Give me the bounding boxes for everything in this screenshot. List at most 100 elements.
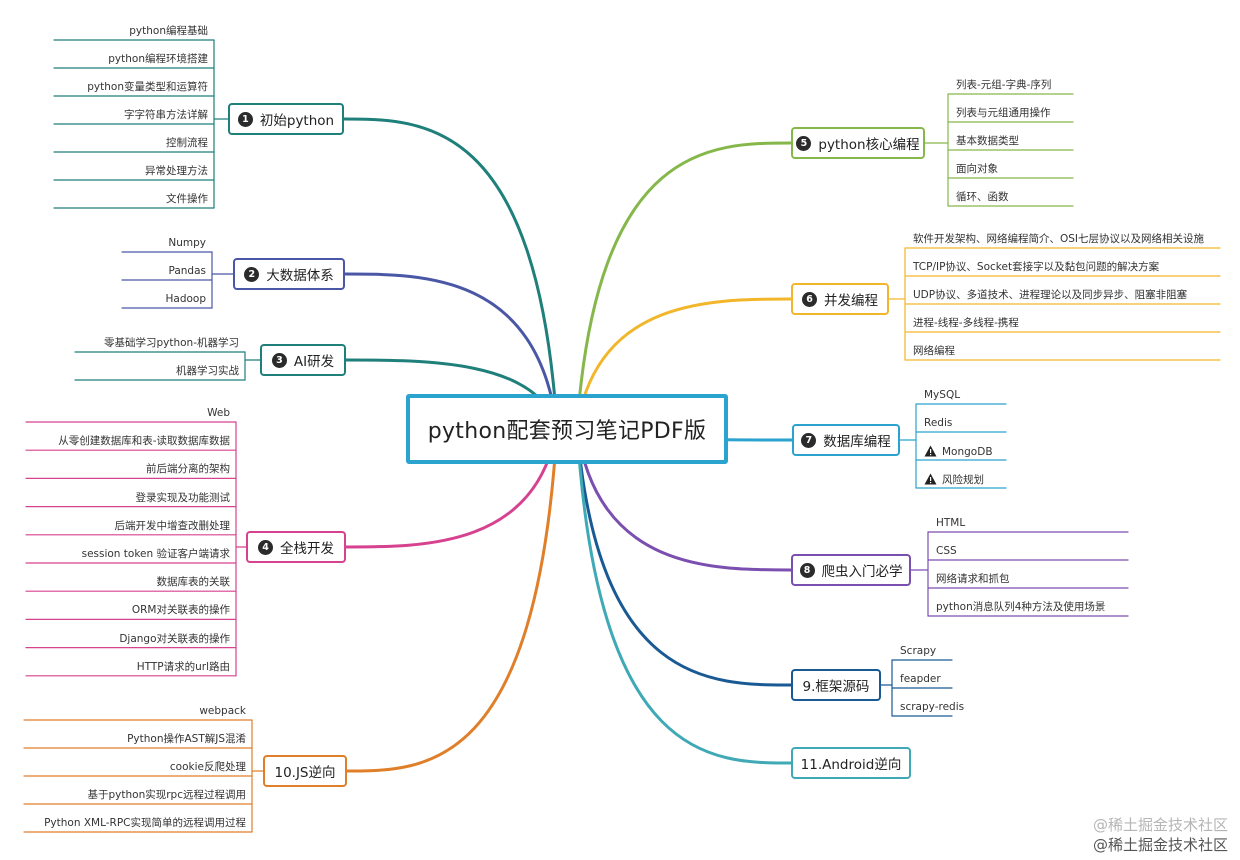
subtopic-text: Redis [924,417,953,429]
subtopic-item[interactable]: 网络请求和抓包 [936,573,1010,586]
topic-11[interactable]: 11.Android逆向 [791,747,911,779]
subtopic-text: 登录实现及功能测试 [135,491,231,504]
topic-label: 11.Android逆向 [800,757,902,773]
topic-number-badge: 2 [244,266,260,282]
subtopic-item[interactable]: 基于python实现rpc远程过程调用 [88,789,246,802]
subtopic-text: Scrapy [900,645,937,657]
subtopic-item[interactable]: ORM对关联表的操作 [132,604,230,617]
subtopic-item[interactable]: TCP/IP协议、Socket套接字以及黏包问题的解决方案 [913,261,1159,274]
topic-label: 并发编程 [824,293,878,309]
subtopic-text: 软件开发架构、网络编程简介、OSI七层协议以及网络相关设施 [913,233,1205,245]
root-topic[interactable]: python配套预习笔记PDF版 [406,394,728,464]
subtopic-item[interactable]: python消息队列4种方法及使用场景 [936,601,1105,614]
subtopic-item[interactable]: python编程环境搭建 [108,53,208,66]
subtopic-item[interactable]: 循环、函数 [956,191,1009,204]
subtopic-text: 循环、函数 [956,191,1009,203]
topic-number-badge: 8 [799,562,815,578]
subtopic-item[interactable]: 异常处理方法 [145,165,208,178]
subtopic-item[interactable]: 后端开发中增查改删处理 [115,520,231,533]
topic-number-badge: 1 [237,111,253,127]
subtopic-item[interactable]: python变量类型和运算符 [87,81,208,94]
topic-10[interactable]: 9.框架源码 [791,669,881,701]
topic-label: 全栈开发 [280,541,334,557]
subtopic-text: 网络请求和抓包 [936,573,1010,585]
branch-11 [575,425,793,765]
subtopic-item[interactable]: HTML [936,517,965,530]
subtopic-text: HTTP请求的url路由 [136,660,230,673]
subtopic-item[interactable]: 控制流程 [166,137,208,150]
branch-5 [345,425,559,773]
subtopic-item[interactable]: HTTP请求的url路由 [137,661,230,674]
subtopic-item[interactable]: Hadoop [165,293,206,306]
subtopic-item[interactable]: Django对关联表的操作 [119,633,230,646]
subtopic-text: 面向对象 [956,163,998,175]
subtopic-item[interactable]: 网络编程 [913,345,955,358]
subtopic-text: Python操作AST解JS混淆 [127,733,246,745]
subtopic-item[interactable]: feapder [900,673,941,686]
subtopic-item[interactable]: cookie反爬处理 [170,761,246,774]
subtopic-item[interactable]: Pandas [168,265,206,278]
topic-9[interactable]: 8 爬虫入门必学 [791,554,911,586]
subtopic-item[interactable]: 列表与元组通用操作 [956,107,1051,120]
subtopic-text: 数据库表的关联 [156,576,231,589]
subtopic-item[interactable]: 面向对象 [956,163,998,176]
subtopic-item[interactable]: 机器学习实战 [176,365,239,378]
subtopic-item[interactable]: 登录实现及功能测试 [136,492,231,505]
branch-9 [575,425,793,572]
subtopic-text: 列表与元组通用操作 [956,107,1051,119]
subtopic-text: 前后端分离的架构 [146,463,230,476]
subtopic-text: python变量类型和运算符 [87,81,208,93]
subtopic-item[interactable]: 数据库表的关联 [157,576,231,589]
subtopic-item[interactable]: session token 验证客户端请求 [82,548,230,561]
subtopic-item[interactable]: MongoDB [924,445,993,461]
subtopic-item[interactable]: MySQL [924,389,960,402]
subtopic-item[interactable]: Python XML-RPC实现简单的远程调用过程 [44,817,246,830]
branch-1 [342,117,559,429]
subtopic-text: python编程基础 [129,25,208,37]
subtopic-text: Numpy [168,237,206,249]
subtopic-item[interactable]: 零基础学习python-机器学习 [104,337,239,350]
subtopic-item[interactable]: 从零创建数据库和表-读取数据库数据 [58,435,230,448]
subtopic-text: Python XML-RPC实现简单的远程调用过程 [44,817,246,829]
subtopic-item[interactable]: Web [207,407,230,420]
subtopic-item[interactable]: scrapy-redis [900,701,964,714]
subtopic-item[interactable]: Python操作AST解JS混淆 [127,733,246,746]
subtopic-item[interactable]: 字字符串方法详解 [124,109,208,122]
subtopic-item[interactable]: UDP协议、多道技术、进程理论以及同步异步、阻塞非阻塞 [913,289,1187,302]
subtopic-text: 进程-线程-多线程-携程 [913,317,1019,329]
subtopic-text: 从零创建数据库和表-读取数据库数据 [58,435,230,448]
warning-icon [924,473,937,489]
subtopic-text: feapder [900,673,941,685]
subtopic-item[interactable]: Numpy [168,237,206,250]
subtopic-item[interactable]: 列表-元组-字典-序列 [956,79,1051,92]
topic-5[interactable]: 10.JS逆向 [263,755,347,787]
subtopic-item[interactable]: 软件开发架构、网络编程简介、OSI七层协议以及网络相关设施 [913,233,1204,246]
subtopic-item[interactable]: 前后端分离的架构 [146,463,230,476]
subtopic-item[interactable]: python编程基础 [129,25,208,38]
subtopic-item[interactable]: Scrapy [900,645,936,658]
subtopic-item[interactable]: 文件操作 [166,193,208,206]
topic-label: 9.框架源码 [802,679,870,695]
subtopic-item[interactable]: 基本数据类型 [956,135,1019,148]
subtopic-item[interactable]: CSS [936,545,957,558]
root-title: python配套预习笔记PDF版 [427,419,707,444]
subtopic-text: 控制流程 [166,137,208,149]
subtopic-text: Web [207,407,230,419]
subtopic-item[interactable]: 进程-线程-多线程-携程 [913,317,1019,330]
subtopic-item[interactable]: 风险规划 [924,473,984,489]
topic-label: 数据库编程 [823,434,891,450]
subtopic-text: 零基础学习python-机器学习 [103,337,239,349]
subtopic-item[interactable]: webpack [199,705,246,718]
topic-number-badge: 3 [271,352,287,368]
topic-label: 爬虫入门必学 [821,564,903,580]
subtopic-text: scrapy-redis [900,701,965,713]
subtopic-item[interactable]: Redis [924,417,952,430]
